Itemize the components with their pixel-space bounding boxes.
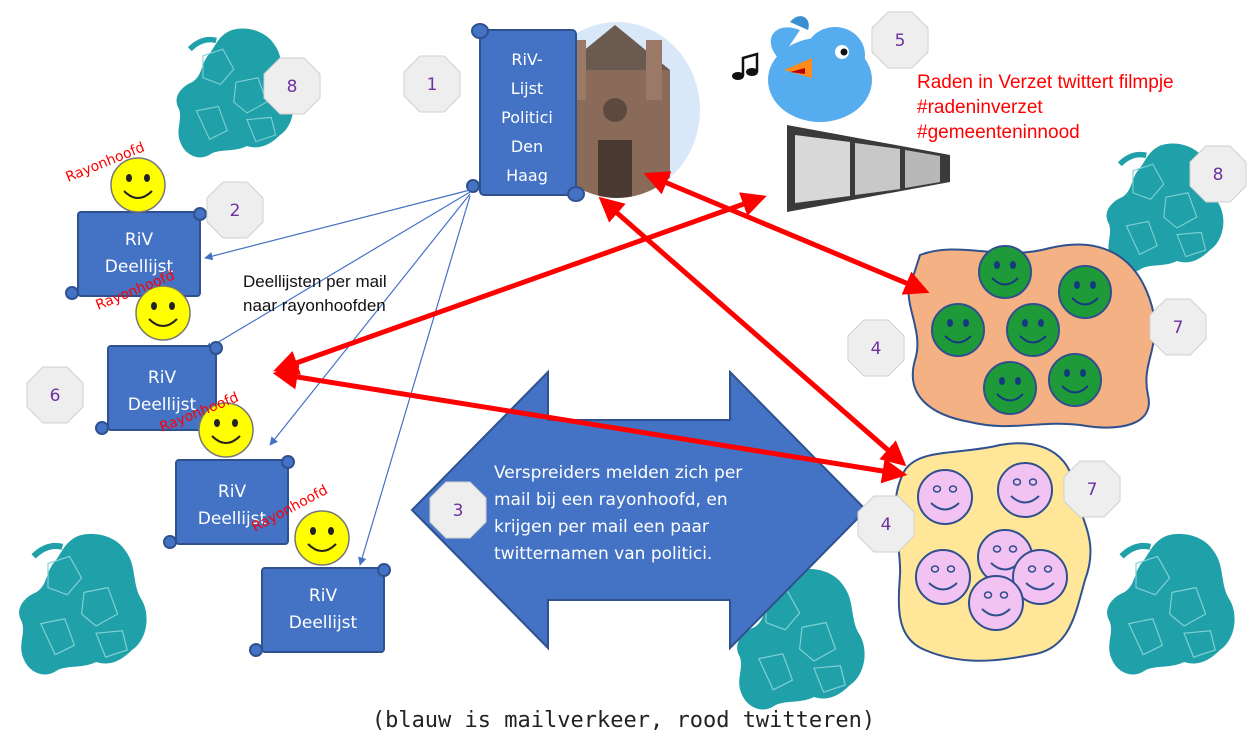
twitter-campaign-text: Raden in Verzet twittert filmpje #radeni… [917, 70, 1174, 145]
mail-note-line: naar rayonhoofden [243, 296, 386, 315]
badge-main-list: 1 [403, 55, 461, 113]
campaign-line: Raden in Verzet twittert filmpje [917, 72, 1174, 93]
sub-list-title: RiV [125, 230, 154, 250]
svg-text:7: 7 [1087, 480, 1098, 500]
campaign-hashtag: #gemeenteninnood [917, 122, 1080, 143]
svg-text:4: 4 [871, 339, 882, 359]
sub-list-subtitle: Deellijst [289, 613, 358, 633]
svg-text:4: 4 [881, 515, 892, 535]
badge-twitter: 5 [871, 11, 929, 69]
svg-text:6: 6 [50, 386, 61, 406]
twitter-bird-icon [768, 16, 872, 122]
main-list-scroll: RiV- Lijst Politici Den Haag [466, 23, 585, 202]
mail-note: Deellijsten per mail naar rayonhoofden [243, 270, 458, 318]
badge-map-top-left: 8 [263, 57, 321, 115]
tweet-arrows [272, 171, 930, 484]
svg-text:8: 8 [1213, 165, 1224, 185]
sub-list-scroll: RiV Deellijst [249, 563, 391, 657]
sub-list-title: RiV [148, 368, 177, 388]
step-badges: 1 2 3 4 4 5 6 7 7 8 8 [26, 11, 1247, 553]
badge-first-sub-list: 2 [206, 181, 264, 239]
badge-group-pink-count: 7 [1063, 460, 1121, 518]
badge-group-pink: 4 [857, 495, 915, 553]
map-bottom-left [19, 534, 146, 675]
spreaders-text-line: mail bij een rayonhoofd, en [494, 490, 728, 510]
mail-note-line: Deellijsten per mail [243, 272, 387, 291]
main-list-line: Den [511, 137, 543, 156]
svg-text:5: 5 [895, 31, 906, 51]
main-list-line: Haag [506, 166, 548, 185]
parliament-building-image [534, 22, 700, 198]
music-note-icon [732, 52, 759, 80]
badge-group-green-count: 7 [1149, 298, 1207, 356]
spreaders-text-line: krijgen per mail een paar [494, 517, 709, 537]
sub-list-title: RiV [218, 482, 247, 502]
svg-text:2: 2 [230, 201, 241, 221]
map-bottom-right [1107, 534, 1234, 675]
sub-list-scroll: RiV Deellijst [163, 455, 295, 549]
svg-text:8: 8 [287, 77, 298, 97]
region-head-smiley [294, 510, 350, 566]
sub-list-subtitle: Deellijst [198, 509, 267, 529]
badge-region-heads: 6 [26, 366, 84, 424]
sub-list-subtitle: Deellijst [128, 395, 197, 415]
badge-map-right: 8 [1189, 145, 1247, 203]
sub-list-subtitle: Deellijst [105, 257, 174, 277]
svg-text:1: 1 [427, 75, 438, 95]
svg-text:3: 3 [453, 501, 464, 521]
spreaders-text-line: twitternamen van politici. [494, 544, 712, 564]
badge-spreaders: 3 [429, 481, 487, 539]
legend-caption: (blauw is mailverkeer, rood twitteren) [371, 708, 876, 733]
sub-list-scroll: RiV Deellijst [65, 207, 207, 300]
group-green-cluster [907, 243, 1156, 429]
svg-text:7: 7 [1173, 318, 1184, 338]
spreaders-text-line: Verspreiders melden zich per [494, 463, 742, 483]
group-pink-cluster [894, 442, 1092, 662]
sub-list-title: RiV [309, 586, 338, 606]
sub-list-scroll: RiV Deellijst [95, 341, 223, 435]
main-list-line: RiV- [511, 50, 542, 69]
campaign-hashtag: #radeninverzet [917, 97, 1043, 118]
region-head-smiley [110, 157, 166, 213]
badge-group-green: 4 [847, 319, 905, 377]
main-list-line: Lijst [511, 79, 543, 98]
main-list-line: Politici [501, 108, 553, 127]
